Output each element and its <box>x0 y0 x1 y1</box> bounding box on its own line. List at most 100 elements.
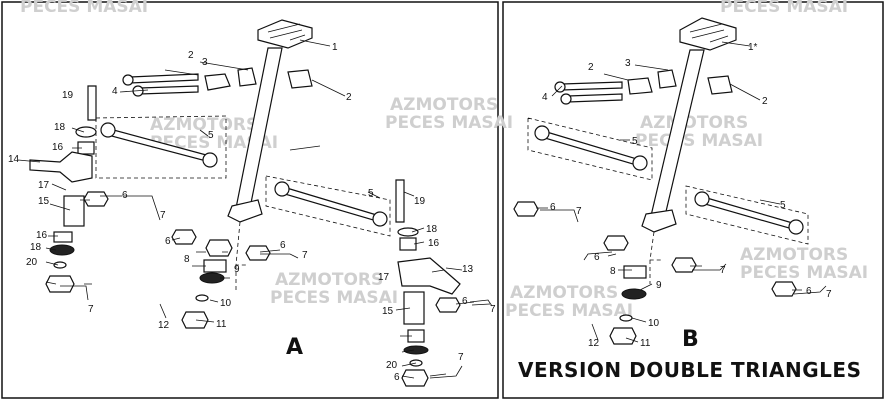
nut-6 <box>401 369 429 387</box>
callout: 20 <box>386 360 398 371</box>
callout: 19 <box>62 90 74 101</box>
callout: 6 <box>165 236 171 247</box>
callout: 4 <box>542 92 548 103</box>
callout: 2 <box>588 62 594 73</box>
spacer-15 <box>63 195 85 227</box>
callout: 2 <box>346 92 352 103</box>
watermark-line2: PECES MASAI <box>635 131 763 151</box>
panel-a-drawing <box>17 19 493 387</box>
watermarks: AZMOTORS PECES MASAI AZMOTORS PECES MASA… <box>20 0 868 321</box>
washer-20 <box>53 261 67 269</box>
callouts-panel-a: 1 2 2 3 4 5 5 6 6 6 6 6 7 7 7 7 7 8 9 10… <box>8 42 496 383</box>
callout: 11 <box>640 338 651 349</box>
callout: 15 <box>38 196 50 207</box>
tie-rod-end <box>202 152 218 168</box>
bushing-8 <box>203 259 227 273</box>
tie-rod-end <box>534 125 550 141</box>
callout: 18 <box>426 224 438 235</box>
watermark-line2: PECES MASAI <box>385 113 513 133</box>
callout: 11 <box>216 319 227 330</box>
washer-18 <box>397 227 419 237</box>
callout: 7 <box>88 304 94 315</box>
washer-10 <box>195 294 209 302</box>
column-lower-arm <box>227 199 263 223</box>
tie-rod-end <box>274 181 290 197</box>
watermark-line1: AZMOTORS <box>150 115 258 135</box>
nut-6 <box>671 257 697 273</box>
tie-rod-end <box>788 219 804 235</box>
watermark-line1: AZMOTORS <box>275 270 383 290</box>
nut-6 <box>513 201 539 217</box>
callout: 1 <box>332 42 338 53</box>
callout: 16 <box>36 230 48 241</box>
panel-b-drawing <box>513 17 827 345</box>
seal-18 <box>49 244 75 256</box>
nut-6 <box>205 239 233 257</box>
callout: 7 <box>160 210 166 221</box>
nut-6 <box>771 281 797 297</box>
bushing <box>237 67 257 87</box>
callout: 15 <box>382 306 394 317</box>
callout: 5 <box>632 136 638 147</box>
tie-rod-right <box>277 185 381 223</box>
watermark-line2: PECES MASAI <box>720 0 848 17</box>
callout: 16 <box>52 142 64 153</box>
callout: 9 <box>656 280 662 291</box>
bolt-head <box>122 74 134 86</box>
callout: 5 <box>780 200 786 211</box>
bolt <box>129 73 199 84</box>
callout: 8 <box>184 254 190 265</box>
nut-11 <box>609 327 637 345</box>
callout: 3 <box>625 58 631 69</box>
callout: 20 <box>26 257 38 268</box>
tie-rod-end <box>632 155 648 171</box>
panel-a-frame <box>1 1 499 399</box>
callout: 7 <box>720 265 726 276</box>
callout: 2 <box>762 96 768 107</box>
watermark-line2: PECES MASAI <box>270 288 398 308</box>
callout: 6 <box>594 252 600 263</box>
bolt <box>567 93 623 103</box>
tie-rod-left <box>537 129 641 167</box>
bushing <box>657 69 677 89</box>
panel-b-caption: VERSION DOUBLE TRIANGLES <box>518 358 861 382</box>
nut-6 <box>83 191 109 207</box>
callout: 7 <box>576 206 582 217</box>
tie-rod-end <box>694 191 710 207</box>
callout: 10 <box>648 318 660 329</box>
callout: 18 <box>54 122 66 133</box>
bolt-19-right <box>395 179 405 223</box>
nut-6 <box>171 229 197 245</box>
callout: 8 <box>610 266 616 277</box>
washer <box>75 126 97 138</box>
panel-b-letter: B <box>682 327 699 352</box>
tie-rod-end <box>372 211 388 227</box>
bushing-8 <box>623 265 647 279</box>
nut-6 <box>603 235 629 251</box>
nut-6 <box>435 297 461 313</box>
seal-9 <box>621 288 647 300</box>
watermark-line1: AZMOTORS <box>510 283 618 303</box>
callout: 6 <box>462 296 468 307</box>
knuckle-right <box>397 257 461 295</box>
panel-b-frame <box>502 1 884 399</box>
watermark-line1: AZMOTORS <box>390 95 498 115</box>
callout: 12 <box>158 320 170 331</box>
seal-18 <box>403 345 429 355</box>
bracket-half <box>707 75 733 95</box>
callout: 3 <box>202 57 208 68</box>
bushing-16 <box>399 237 417 251</box>
callout: 19 <box>414 196 426 207</box>
bracket-half <box>287 69 313 89</box>
watermark-line2: PECES MASAI <box>505 301 633 321</box>
knuckle-left <box>29 151 93 183</box>
callout: 1* <box>748 42 758 53</box>
callout: 18 <box>30 242 42 253</box>
callout: 7 <box>826 289 832 300</box>
callout: 13 <box>462 264 474 275</box>
callouts-panel-b: 1* 2 2 3 4 5 5 6 6 6 7 7 7 8 9 10 11 12 <box>542 42 832 349</box>
nut-6 <box>245 245 271 261</box>
callout: 7 <box>302 250 308 261</box>
watermark-line1: AZMOTORS <box>740 245 848 265</box>
